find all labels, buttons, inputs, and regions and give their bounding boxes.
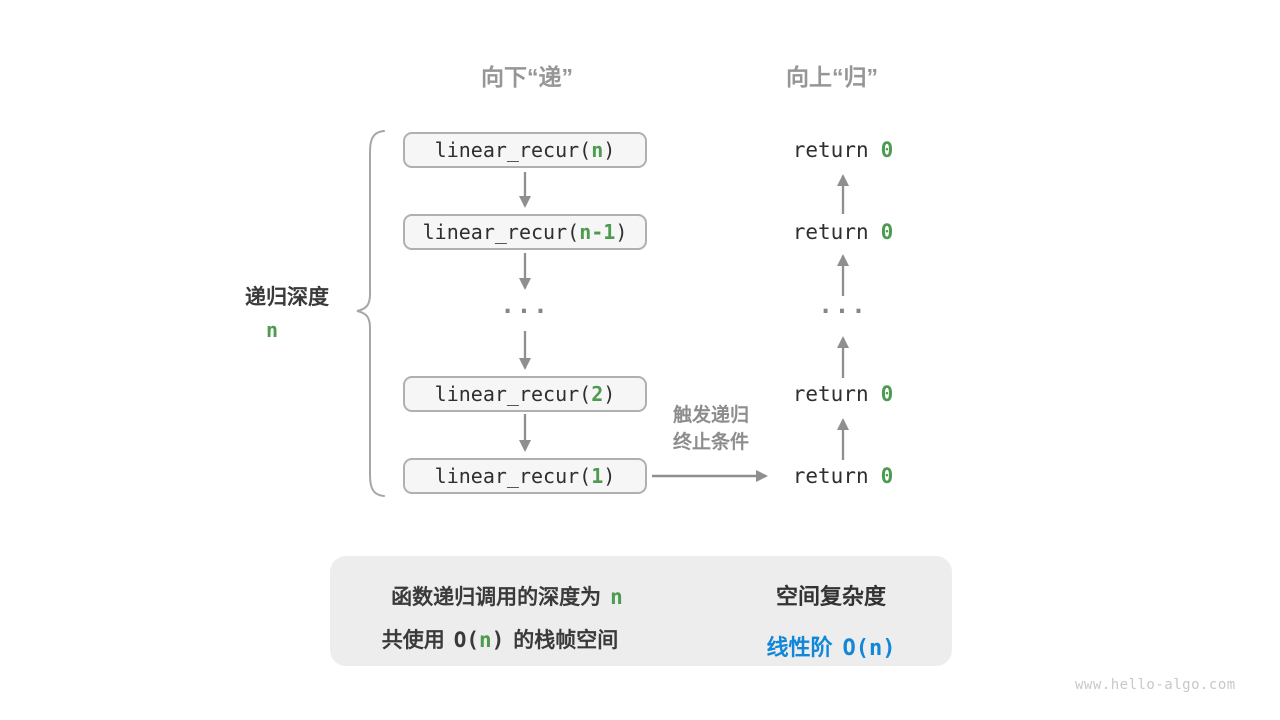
return-row-4: return 0 xyxy=(793,463,894,489)
header-descend: 向下“递” xyxy=(481,64,573,90)
return-value: 0 xyxy=(880,138,894,162)
summary-var: n xyxy=(610,585,623,609)
result-code: O(n) xyxy=(842,636,896,661)
call-text: ) xyxy=(603,138,616,162)
recursion-depth-value: n xyxy=(265,318,279,342)
return-text: return xyxy=(792,382,869,406)
call-text: ) xyxy=(603,382,616,406)
result-label: 线性阶 xyxy=(766,635,833,660)
return-text: return xyxy=(792,464,869,488)
call-arg: n-1 xyxy=(579,220,616,244)
return-value: 0 xyxy=(880,464,894,488)
return-ellipsis: ... xyxy=(818,291,868,319)
call-ellipsis: ... xyxy=(500,291,550,319)
call-text: linear_recur( xyxy=(422,220,580,244)
summary-line-2: 共使用 O(n) 的栈帧空间 xyxy=(382,627,619,654)
return-row-1: return 0 xyxy=(793,137,894,163)
base-case-label: 触发递归 终止条件 xyxy=(673,402,749,456)
call-arg: 1 xyxy=(591,464,604,488)
summary-code: ) xyxy=(491,628,505,652)
call-box-n-1: linear_recur(n-1) xyxy=(403,214,647,250)
summary-line-1: 函数递归调用的深度为 n xyxy=(391,584,623,611)
summary-text: 的栈帧空间 xyxy=(513,629,619,652)
return-row-3: return 0 xyxy=(793,381,894,407)
return-row-2: return 0 xyxy=(793,219,894,245)
summary-text: 函数递归调用的深度为 xyxy=(391,586,602,609)
call-box-n: linear_recur(n) xyxy=(403,132,647,168)
return-text: return xyxy=(792,220,869,244)
call-arg: 2 xyxy=(591,382,604,406)
call-box-2: linear_recur(2) xyxy=(403,376,647,412)
recursion-depth-label: 递归深度 xyxy=(245,286,329,309)
call-text: ) xyxy=(615,220,628,244)
return-text: return xyxy=(792,138,869,162)
recursion-depth-brace xyxy=(356,130,385,497)
summary-text: 共使用 xyxy=(381,629,445,652)
call-text: ) xyxy=(603,464,616,488)
base-case-label-line1: 触发递归 xyxy=(672,405,750,426)
summary-var: n xyxy=(478,628,492,652)
summary-code: O( xyxy=(453,628,479,652)
call-arg: n xyxy=(591,138,604,162)
space-complexity-result: 线性阶 O(n) xyxy=(767,630,896,662)
site-watermark: www.hello-algo.com xyxy=(1075,677,1236,693)
return-value: 0 xyxy=(880,382,894,406)
base-case-label-line2: 终止条件 xyxy=(672,432,750,453)
call-text: linear_recur( xyxy=(434,382,592,406)
call-box-1: linear_recur(1) xyxy=(403,458,647,494)
header-ascend: 向上“归” xyxy=(786,64,878,90)
call-text: linear_recur( xyxy=(434,138,592,162)
space-complexity-title: 空间复杂度 xyxy=(775,584,887,609)
summary-panel xyxy=(330,556,952,666)
return-value: 0 xyxy=(880,220,894,244)
call-text: linear_recur( xyxy=(434,464,592,488)
